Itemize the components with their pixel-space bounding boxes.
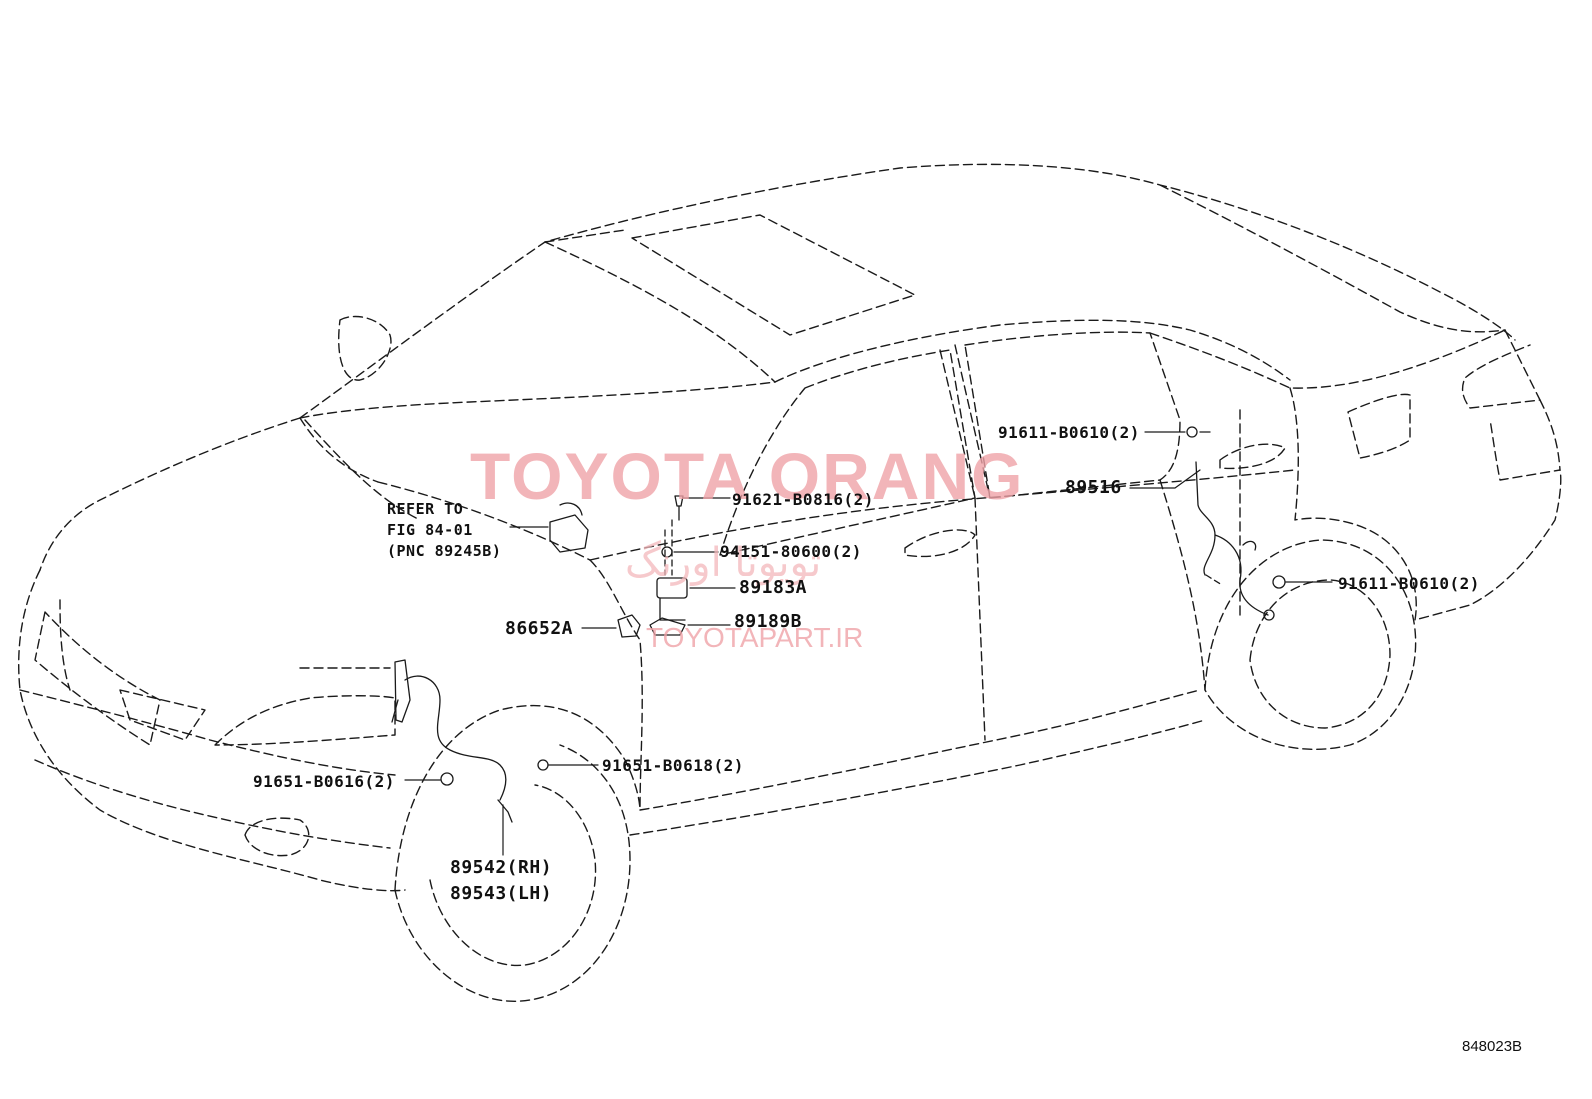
part-label-91611-top[interactable]: 91611-B0610(2) bbox=[998, 423, 1140, 442]
car-body-outline bbox=[18, 163, 1562, 1002]
part-label-91651-left[interactable]: 91651-B0616(2) bbox=[253, 772, 395, 791]
part-label-89543[interactable]: 89543(LH) bbox=[450, 883, 553, 904]
part-label-94151[interactable]: 94151-80600(2) bbox=[720, 542, 862, 561]
watermark-main-text: TOYOTA ORANG bbox=[470, 439, 1025, 513]
airbag-sensor-part bbox=[549, 502, 589, 553]
part-label-89189b[interactable]: 89189B bbox=[734, 611, 803, 632]
part-label-89183a[interactable]: 89183A bbox=[739, 577, 808, 598]
figure-code: 848023B bbox=[1462, 1038, 1523, 1055]
refer-note-line-2: FIG 84-01 bbox=[387, 521, 473, 539]
part-label-91611-right[interactable]: 91611-B0610(2) bbox=[1338, 574, 1480, 593]
front-speed-sensor-harness bbox=[391, 659, 549, 823]
watermark-persian-text: تویوتا اورنگ bbox=[625, 540, 822, 586]
leader-lines bbox=[404, 431, 1333, 856]
part-label-89542[interactable]: 89542(RH) bbox=[450, 857, 553, 878]
refer-note-line-3: (PNC 89245B) bbox=[387, 542, 502, 560]
part-label-86652a[interactable]: 86652A bbox=[505, 618, 574, 639]
rear-speed-sensor-harness bbox=[1186, 426, 1286, 621]
sensor-86652a bbox=[617, 614, 641, 638]
part-label-89516[interactable]: 89516 bbox=[1065, 477, 1122, 498]
refer-note-line-1: REFER TO bbox=[387, 500, 464, 518]
part-label-91621[interactable]: 91621-B0816(2) bbox=[732, 490, 874, 509]
part-label-91651-mid[interactable]: 91651-B0618(2) bbox=[602, 756, 744, 775]
bracket-parts bbox=[649, 495, 688, 636]
watermark-url-text: TOYOTAPART.IR bbox=[646, 622, 864, 653]
